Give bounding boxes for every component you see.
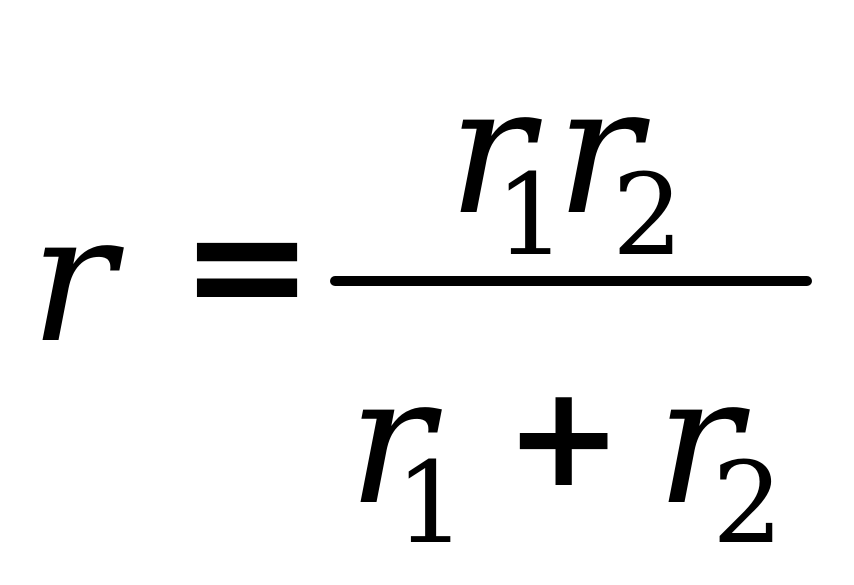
denominator-term1-subscript: 1 — [395, 439, 467, 569]
denominator-term1-variable: r — [348, 337, 434, 544]
equals-sign: = — [180, 171, 315, 358]
numerator-term1-subscript: 1 — [495, 151, 567, 281]
plus-sign: + — [505, 356, 623, 519]
numerator-term2-variable: r — [556, 47, 642, 254]
lhs-variable: r — [30, 175, 116, 382]
numerator-term1-variable: r — [448, 47, 534, 254]
denominator-term2-subscript: 2 — [712, 439, 784, 569]
numerator-term2-subscript: 2 — [612, 151, 684, 281]
denominator-term2-variable: r — [656, 337, 742, 544]
fraction-bar — [330, 276, 812, 286]
